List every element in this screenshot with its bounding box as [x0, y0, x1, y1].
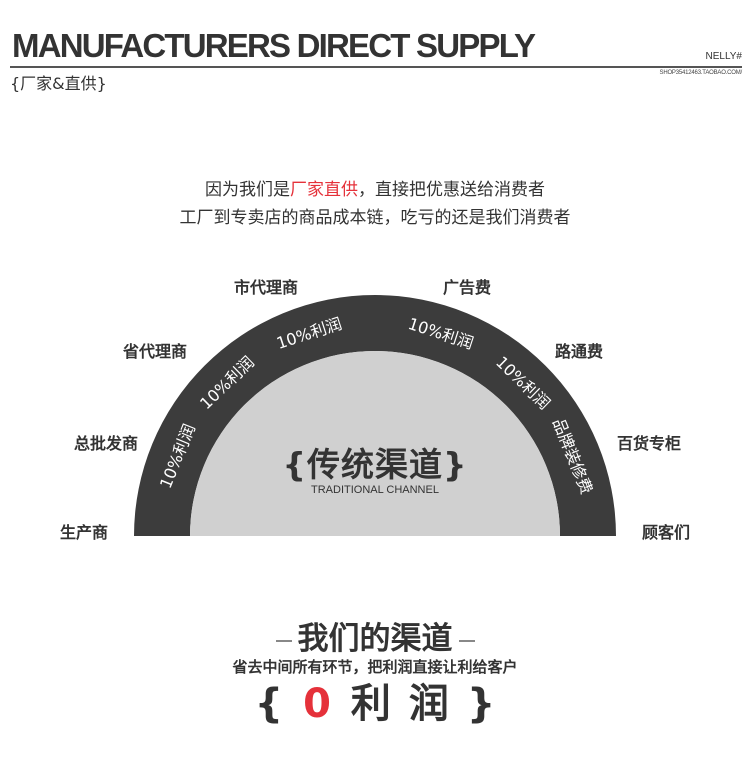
- zero-profit: {0 利润}: [0, 676, 750, 732]
- heading-dash-right: [458, 639, 475, 642]
- intro-line-1-pre: 因为我们是: [205, 180, 290, 200]
- zero-profit-text: 利润: [350, 681, 467, 727]
- label-provincial-agent: 省代理商: [123, 342, 188, 361]
- label-city-agent: 市代理商: [234, 278, 299, 297]
- intro-line-2: 工厂到专卖店的商品成本链，吃亏的还是我们消费者: [179, 208, 571, 228]
- heading-dash-left: [275, 639, 292, 642]
- label-customers: 顾客们: [642, 523, 691, 542]
- page-title: MANUFACTURERS DIRECT SUPPLY: [12, 27, 536, 64]
- label-advertising-fee: 广告费: [443, 278, 492, 297]
- tagline: 省去中间所有环节，把利润直接让利给客户: [232, 658, 518, 676]
- brace-open: {: [254, 681, 284, 727]
- intro-line-1: 因为我们是厂家直供，直接把优惠送给消费者: [0, 175, 750, 200]
- center-subtitle: TRADITIONAL CHANNEL: [311, 484, 439, 496]
- shop-url: SHOP35412463.TAOBAO.COM/: [659, 70, 743, 76]
- page-subtitle: {厂家&直供}: [10, 74, 107, 93]
- our-channel-heading: 我们的渠道: [0, 613, 750, 658]
- our-channel-title: 我们的渠道: [297, 621, 453, 657]
- header-divider: [10, 66, 742, 68]
- center-title: {传统渠道}: [282, 445, 468, 484]
- label-department-counter: 百货专柜: [617, 434, 682, 453]
- label-general-wholesaler: 总批发商: [74, 434, 139, 453]
- brand-label: NELLY#: [705, 51, 742, 62]
- channel-inner: [190, 351, 560, 536]
- channel-ring: [134, 295, 616, 536]
- intro-highlight: 厂家直供: [290, 180, 358, 200]
- brace-close: }: [466, 681, 496, 727]
- label-road-fee: 路通费: [555, 342, 604, 361]
- intro-line-1-post: ，直接把优惠送给消费者: [358, 180, 545, 200]
- label-manufacturer: 生产商: [60, 523, 109, 542]
- zero-number: 0: [303, 681, 331, 727]
